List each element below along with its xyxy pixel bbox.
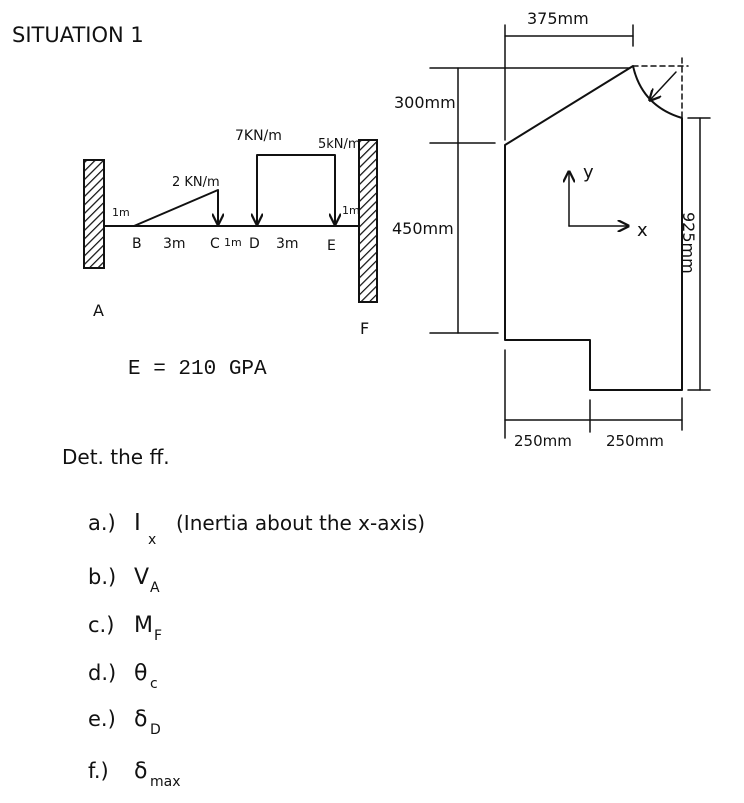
x-axis-label: x xyxy=(637,220,648,241)
dim-bottom-left: 250mm xyxy=(514,432,572,450)
question-f: f.) δ max xyxy=(88,759,181,790)
point-c: C xyxy=(210,236,220,252)
question-subscript: F xyxy=(154,628,162,644)
question-d: d.) θ c xyxy=(88,661,158,692)
question-subscript: A xyxy=(150,580,160,596)
dim-bottom-right: 250mm xyxy=(606,432,664,450)
dim-de: 3m xyxy=(276,236,299,252)
dim-middle-height: 450mm xyxy=(392,219,454,238)
question-subscript: D xyxy=(150,722,161,738)
dim-total-height: 925mm xyxy=(679,212,698,274)
question-symbol: δ xyxy=(134,707,147,732)
dim-ef: 1m xyxy=(342,204,360,217)
question-symbol: I xyxy=(134,510,141,536)
question-extra: (Inertia about the x-axis) xyxy=(176,511,425,535)
question-a: a.) I x (Inertia about the x-axis) xyxy=(88,510,425,548)
question-c: c.) M F xyxy=(88,613,162,644)
question-label: b.) xyxy=(88,565,116,589)
udl-end-label: 5kN/m xyxy=(318,137,361,152)
udl-load xyxy=(256,154,336,225)
question-symbol: M xyxy=(134,613,153,638)
dim-top-width: 375mm xyxy=(527,9,589,28)
dim-upper-height: 300mm xyxy=(394,93,456,112)
uvl-load xyxy=(133,189,219,227)
support-f-label: F xyxy=(360,319,369,338)
dim-bc: 3m xyxy=(163,236,186,252)
question-symbol: V xyxy=(134,565,149,590)
question-subscript: x xyxy=(148,532,156,548)
left-wall-support xyxy=(83,159,105,269)
udl-label: 7KN/m xyxy=(235,128,282,144)
uvl-label: 2 KN/m xyxy=(172,175,220,190)
question-subscript: max xyxy=(150,774,181,790)
right-wall-support xyxy=(358,139,378,303)
cross-section: 375mm 300mm 450mm 925mm 250mm 250mm y x xyxy=(392,9,711,450)
questions: Det. the ff. a.) I x (Inertia about the … xyxy=(62,445,425,790)
modulus-label: E = 210 GPA xyxy=(128,358,267,381)
page-title: SITUATION 1 xyxy=(12,23,144,47)
beam-diagram: 2 KN/m 7KN/m 5kN/m 1m B 3m C 1m D 3m E 1… xyxy=(83,128,378,381)
question-symbol: δ xyxy=(134,759,147,784)
question-e: e.) δ D xyxy=(88,707,161,738)
question-label: e.) xyxy=(88,707,116,731)
y-axis-label: y xyxy=(583,162,594,183)
question-symbol: θ xyxy=(134,661,147,686)
support-a-label: A xyxy=(93,301,104,320)
point-b: B xyxy=(132,236,142,252)
dim-cd: 1m xyxy=(224,236,242,249)
question-label: c.) xyxy=(88,613,114,637)
question-b: b.) V A xyxy=(88,565,160,596)
section-outline xyxy=(504,65,683,391)
question-label: d.) xyxy=(88,661,116,685)
questions-intro: Det. the ff. xyxy=(62,445,170,469)
dim-left-gap: 1m xyxy=(112,206,130,219)
question-subscript: c xyxy=(150,676,158,692)
question-label: a.) xyxy=(88,511,116,535)
question-label: f.) xyxy=(88,759,109,783)
point-d: D xyxy=(249,236,260,252)
point-e: E xyxy=(327,238,336,254)
